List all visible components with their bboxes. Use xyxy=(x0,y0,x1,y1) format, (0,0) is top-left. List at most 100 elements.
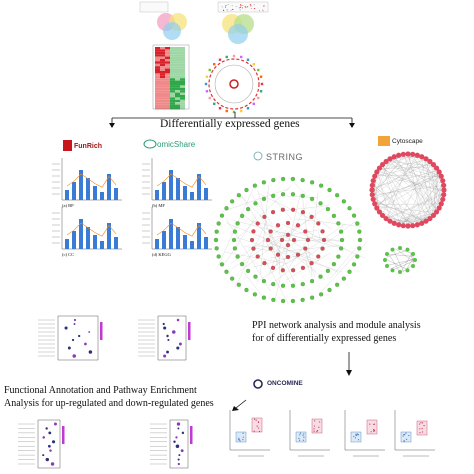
heatmap-cell xyxy=(160,66,165,69)
onc-point xyxy=(421,431,424,433)
heatmap-cell xyxy=(170,99,175,103)
volcano-point xyxy=(253,7,255,9)
ppi-node xyxy=(214,229,219,234)
heatmap-cell xyxy=(170,104,175,107)
volcano-point xyxy=(226,8,228,10)
venn-circle-6 xyxy=(228,24,248,44)
ppi-node xyxy=(271,193,276,198)
volcano-point xyxy=(250,8,252,10)
oncomine-panel xyxy=(344,410,385,457)
panel-bar xyxy=(93,186,97,200)
ppi-edge xyxy=(243,246,288,255)
cyto-node xyxy=(374,205,380,211)
cyto-edge xyxy=(427,161,433,214)
cyto-edge xyxy=(414,156,436,210)
onc-point xyxy=(373,423,375,425)
onc-point xyxy=(373,430,375,432)
cyto-edge xyxy=(373,156,406,192)
heatmap-cell xyxy=(180,68,185,71)
onc-point xyxy=(421,422,424,424)
ppi-edge xyxy=(263,257,289,304)
heatmap-cell xyxy=(180,95,185,98)
panel-bar xyxy=(107,223,111,249)
heatmap-cell xyxy=(175,68,180,71)
onc-point xyxy=(313,430,315,432)
dot-point xyxy=(42,436,45,439)
dot-panel-frame xyxy=(169,419,189,469)
cyto-node xyxy=(376,209,383,215)
dot-point xyxy=(178,454,181,457)
panel-bar xyxy=(114,188,118,200)
onc-point xyxy=(239,440,241,442)
heatmap-cell xyxy=(180,104,185,107)
heatmap-cell xyxy=(180,80,185,83)
heatmap-cell xyxy=(175,66,180,69)
arrow-func xyxy=(235,399,247,409)
cyto-edge xyxy=(375,180,411,225)
ppi-edge xyxy=(266,191,293,220)
circos-segment xyxy=(246,107,250,110)
circos-ring-inner xyxy=(214,64,254,104)
ppi-node xyxy=(261,278,267,284)
func-dot-plot-2 xyxy=(150,419,193,469)
ppi-node xyxy=(336,221,341,226)
cyto-edge xyxy=(389,161,439,206)
ppi-node xyxy=(285,220,291,226)
heatmap-cell xyxy=(155,56,160,59)
cyto-node xyxy=(370,178,376,184)
onc-point xyxy=(313,428,315,430)
heatmap-cell xyxy=(165,80,170,83)
cyto-node xyxy=(430,161,437,168)
module-edge xyxy=(401,253,412,273)
heatmap-cell xyxy=(155,68,160,71)
cytoscape-logo: Cytoscape xyxy=(392,138,423,145)
panel-bar xyxy=(100,241,104,249)
cyto-node xyxy=(369,192,375,198)
cyto-node xyxy=(405,223,411,229)
panel-bar xyxy=(162,182,166,200)
ppi-edge xyxy=(305,228,314,236)
heatmap-cell xyxy=(165,66,170,69)
ppi-edge xyxy=(243,272,265,300)
ppi-node xyxy=(303,246,308,251)
module-edge xyxy=(392,249,404,272)
mf-bar-chart xyxy=(142,158,212,201)
module-node xyxy=(405,247,410,252)
ppi-edge xyxy=(276,230,314,256)
cyto-edge xyxy=(373,187,413,224)
heatmap-cell xyxy=(155,83,160,86)
cyto-node xyxy=(427,158,433,165)
heatmap-cell xyxy=(160,51,165,55)
ppi-edge xyxy=(223,216,257,266)
ppi-node xyxy=(305,237,311,243)
ppi-node xyxy=(309,196,315,202)
cyto-node xyxy=(438,201,444,207)
ppi-node xyxy=(261,180,266,185)
heatmap-cell xyxy=(160,90,165,93)
cyto-edge xyxy=(374,185,442,195)
heatmap-cell xyxy=(155,63,160,67)
cyto-edge xyxy=(432,193,442,214)
module-edge xyxy=(395,248,414,262)
heatmap-cell xyxy=(180,54,185,57)
cyto-edge xyxy=(387,172,438,218)
dot-point xyxy=(54,422,57,426)
omicshare-cloud-icon xyxy=(143,139,157,149)
circos-segment xyxy=(218,107,222,110)
dot-point xyxy=(49,449,52,452)
cyto-edge xyxy=(387,156,411,218)
ppi-node xyxy=(262,261,267,266)
heatmap-cell xyxy=(180,78,185,81)
ppi-node xyxy=(290,192,296,197)
heatmap-cell xyxy=(160,75,165,79)
module-node xyxy=(385,252,390,256)
ppi-node xyxy=(290,298,296,304)
oncomine-panel xyxy=(289,410,330,457)
cyto-edge xyxy=(374,157,399,183)
panel-bar xyxy=(176,227,180,249)
dot-point xyxy=(88,331,91,333)
cyto-edge xyxy=(374,185,414,224)
funrich-dot-plot-2 xyxy=(138,315,191,361)
onc-point xyxy=(374,430,376,432)
